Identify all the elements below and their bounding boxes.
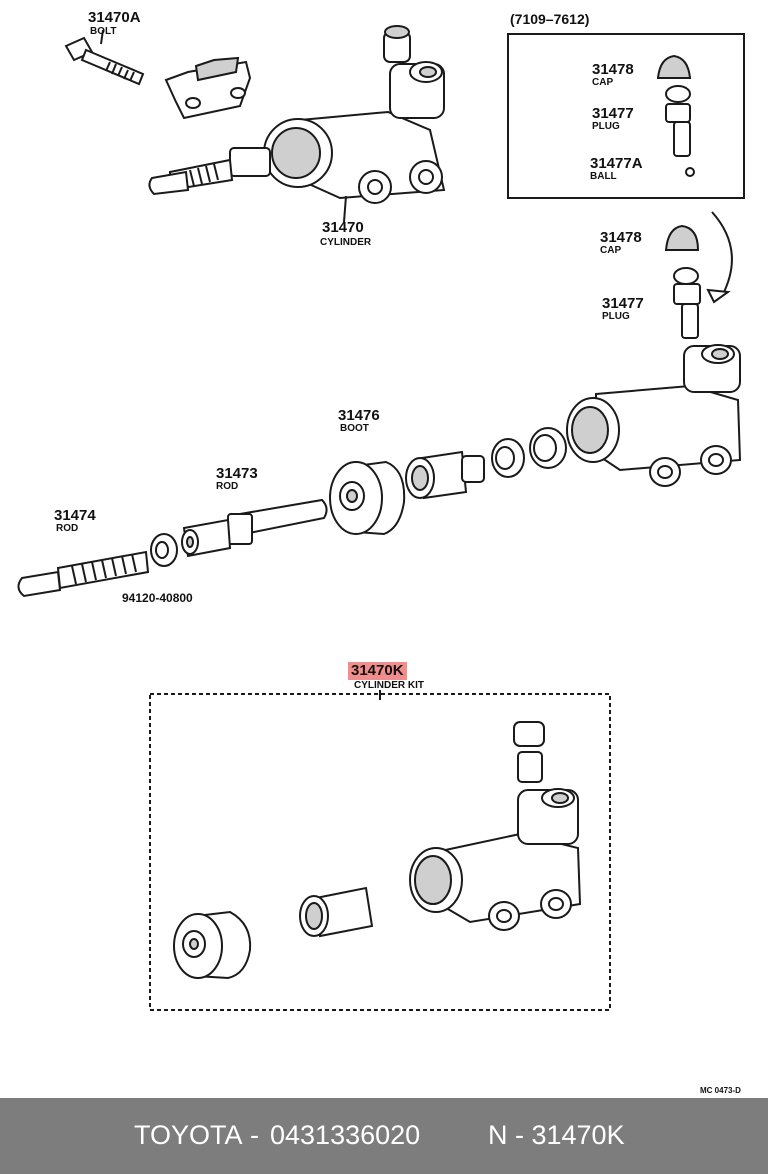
kit-piston-drawing (299, 886, 374, 938)
part-name-label: BALL (590, 171, 617, 182)
kit-cylinder-drawing (409, 721, 582, 931)
cylinder-middle-drawing (566, 344, 742, 487)
part-name-label: BOLT (90, 26, 117, 37)
part-number-label: 31473 (216, 465, 258, 482)
part-name-label: BOOT (340, 423, 369, 434)
part-number-label: 31477A (590, 155, 643, 172)
kit-boot-drawing (173, 910, 252, 980)
part-number-label: 31470A (88, 9, 141, 26)
part-name-label: PLUG (602, 311, 630, 322)
kit-box (149, 693, 611, 1011)
part-number: 0431336020 (270, 1120, 421, 1150)
rod-31473-drawing (181, 498, 328, 558)
part-name-label: CAP (600, 245, 622, 256)
part-number-label: 31476 (338, 407, 380, 424)
part-number-label: 94120-40800 (122, 591, 193, 605)
part-number-label: 31478 (592, 61, 634, 78)
highlighted-part-number[interactable]: 31470K (348, 662, 407, 680)
separator: - (250, 1120, 259, 1150)
part-number-label: 31470 (322, 219, 364, 236)
inset-plug (665, 85, 691, 157)
reference-label: N - 31470K (488, 1120, 625, 1150)
cylinder-top-drawing (148, 25, 446, 204)
diagram-drawing (17, 25, 745, 1011)
part-number-label: 31477 (602, 295, 644, 312)
range-label: (7109–7612) (510, 11, 590, 27)
part-number-label: 31478 (600, 229, 642, 246)
part-name-label: PLUG (592, 121, 620, 132)
part-name-label: ROD (216, 481, 239, 492)
inset-box (507, 33, 745, 199)
figure-code: MC 0473-D (700, 1086, 741, 1095)
bolt-drawing (64, 29, 145, 86)
rod-31474-drawing (17, 550, 150, 598)
piston-drawing (405, 450, 485, 500)
part-number-label: 31474 (54, 507, 96, 524)
part-name-label: CYLINDER (320, 237, 372, 248)
boot-drawing (329, 460, 406, 536)
parts-diagram: (7109–7612) 31470A BOLT 31470 CYLINDER 3… (17, 9, 745, 1095)
inset-cap (656, 54, 692, 79)
part-name-label: ROD (56, 523, 79, 534)
bracket-drawing (164, 56, 252, 120)
part-name-label: CYLINDER KIT (354, 680, 424, 691)
brand-label: TOYOTA (134, 1120, 243, 1150)
part-info-footer: TOYOTA - 0431336020 N - 31470K (0, 1098, 768, 1174)
part-number-label: 31477 (592, 105, 634, 122)
part-name-label: CAP (592, 77, 614, 88)
